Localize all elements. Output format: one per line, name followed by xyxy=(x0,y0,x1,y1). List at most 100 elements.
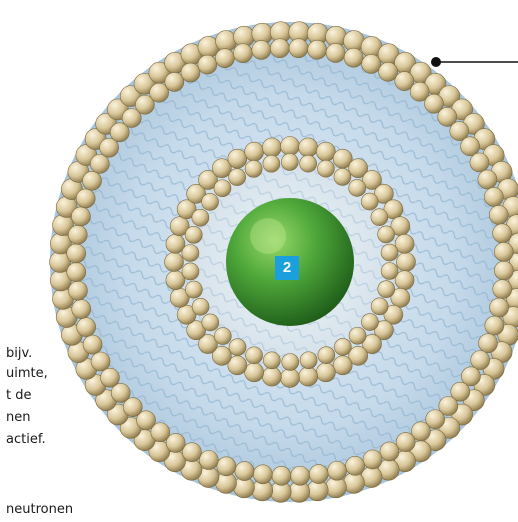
lipid-head-bead xyxy=(289,39,308,58)
lipid-head-bead xyxy=(494,242,513,261)
lipid-head-bead xyxy=(270,39,289,58)
lipid-head-bead xyxy=(77,318,96,337)
lipid-head-bead xyxy=(72,300,91,319)
lipid-head-bead xyxy=(229,169,246,186)
lipid-head-bead xyxy=(479,334,498,353)
lipid-head-bead xyxy=(309,465,328,484)
lipid-head-bead xyxy=(316,363,335,382)
lipid-head-bead xyxy=(316,142,335,161)
lipid-head-bead xyxy=(371,209,388,226)
lipid-head-bead xyxy=(397,253,416,272)
lipid-head-bead xyxy=(71,207,90,226)
lipid-head-bead xyxy=(182,245,199,262)
side-text-line: bijv. xyxy=(6,344,32,364)
lipid-head-bead xyxy=(291,466,310,485)
lipid-head-bead xyxy=(76,189,95,208)
lipid-head-bead xyxy=(334,338,351,355)
lipid-head-bead xyxy=(253,465,272,484)
lipid-head-bead xyxy=(263,352,280,369)
lipid-head-bead xyxy=(485,316,504,335)
lipid-head-bead xyxy=(262,138,281,157)
side-text-line: nen xyxy=(6,408,30,428)
lipid-head-bead xyxy=(68,281,87,300)
lipid-head-bead xyxy=(484,187,503,206)
lipid-head-bead xyxy=(281,154,298,171)
lipid-head-bead xyxy=(318,347,335,364)
lipid-head-bead xyxy=(494,261,513,280)
lipid-head-bead xyxy=(228,149,247,168)
lipid-head-bead xyxy=(214,328,231,345)
lipid-head-bead xyxy=(182,263,199,280)
lipid-head-bead xyxy=(67,263,86,282)
lipid-head-bead xyxy=(181,63,200,82)
lipid-head-bead xyxy=(308,40,327,59)
lipid-head-bead xyxy=(229,339,246,356)
lipid-head-bead xyxy=(489,205,508,224)
lipid-head-bead xyxy=(493,224,512,243)
pointer-dot xyxy=(431,57,441,67)
lipid-head-bead xyxy=(202,314,219,331)
lipid-head-bead xyxy=(381,244,398,261)
lipid-head-bead xyxy=(199,451,218,470)
lipid-head-bead xyxy=(165,253,184,272)
lipid-head-bead xyxy=(281,369,300,388)
lipid-head-bead xyxy=(470,153,489,172)
lipid-head-bead xyxy=(349,179,366,196)
lipid-head-bead xyxy=(165,72,184,91)
lipid-head-bead xyxy=(263,155,280,172)
lipid-head-bead xyxy=(246,347,263,364)
lipid-head-bead xyxy=(378,226,395,243)
lipid-head-bead xyxy=(471,351,490,370)
lipid-head-bead xyxy=(192,209,209,226)
lipid-head-bead xyxy=(361,193,378,210)
lipid-head-bead xyxy=(490,298,509,317)
lipid-head-bead xyxy=(198,55,217,74)
lipid-head-bead xyxy=(300,352,317,369)
lipid-head-bead xyxy=(299,367,318,386)
lipid-head-bead xyxy=(361,314,378,331)
lipid-head-bead xyxy=(233,44,252,63)
lipid-head-bead xyxy=(328,461,347,480)
lipid-head-bead xyxy=(346,456,365,475)
lipid-head-bead xyxy=(326,43,345,62)
lipid-head-bead xyxy=(344,48,363,67)
core-highlight xyxy=(250,218,286,254)
lipid-head-bead xyxy=(215,49,234,68)
lipid-head-bead xyxy=(282,354,299,371)
lipid-head-bead xyxy=(300,155,317,172)
side-text-line: t de xyxy=(6,386,31,406)
lipid-head-bead xyxy=(396,433,415,452)
lipid-head-bead xyxy=(202,193,219,210)
lipid-head-bead xyxy=(245,142,264,161)
lipid-head-bead xyxy=(363,450,382,469)
lipid-head-bead xyxy=(182,443,201,462)
lipid-head-bead xyxy=(272,466,291,485)
side-text-line: actief. xyxy=(6,430,46,450)
lipid-head-bead xyxy=(245,160,262,177)
lipid-head-bead xyxy=(379,62,398,81)
side-text-line: neutronen xyxy=(6,500,73,520)
lipid-head-bead xyxy=(185,281,202,298)
lipid-head-bead xyxy=(493,280,512,299)
lipid-head-bead xyxy=(461,137,480,156)
lipid-head-bead xyxy=(380,442,399,461)
lipid-head-bead xyxy=(333,356,352,375)
lipid-head-bead xyxy=(317,160,334,177)
lipid-head-bead xyxy=(245,363,264,382)
lipid-head-bead xyxy=(192,298,209,315)
lipid-head-bead xyxy=(100,368,119,387)
lipid-head-bead xyxy=(214,180,231,197)
lipid-head-bead xyxy=(281,137,300,156)
lipid-head-bead xyxy=(185,226,202,243)
lipid-head-bead xyxy=(91,352,110,371)
core-number-badge: 2 xyxy=(275,256,299,280)
lipid-head-bead xyxy=(478,170,497,189)
lipid-head-bead xyxy=(217,457,236,476)
lipid-head-bead xyxy=(68,225,87,244)
lipid-head-bead xyxy=(362,54,381,73)
lipid-head-bead xyxy=(235,462,254,481)
lipid-head-bead xyxy=(371,298,388,315)
lipid-head-bead xyxy=(82,171,101,190)
lipid-head-bead xyxy=(90,154,109,173)
